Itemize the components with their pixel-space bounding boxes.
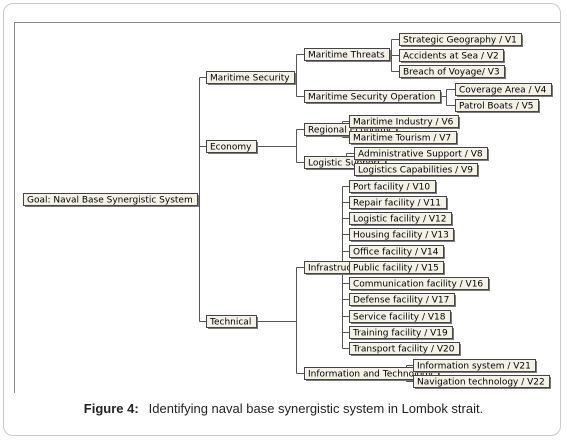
node-public-facility-v15: Public facility / V15 bbox=[349, 261, 445, 275]
node-label: Information system / V21 bbox=[417, 362, 531, 372]
node-maritime-security-operation: Maritime Security Operation bbox=[304, 90, 442, 104]
node-box bbox=[206, 140, 257, 153]
node-repair-facility-v11: Repair facility / V11 bbox=[349, 196, 448, 210]
node-box bbox=[304, 90, 441, 103]
node-label: Communication facility / V16 bbox=[353, 280, 483, 290]
node-information-system-v21: Information system / V21 bbox=[413, 359, 537, 373]
figure-label: Figure 4: bbox=[83, 401, 139, 416]
node-label: Administrative Support / V8 bbox=[358, 150, 483, 160]
node-label: Logistics Capabilities / V9 bbox=[358, 166, 473, 176]
node-breach-of-voyage-v3: Breach of Voyage/ V3 bbox=[399, 65, 506, 79]
node-accidents-at-sea-v2: Accidents at Sea / V2 bbox=[399, 49, 505, 63]
node-label: Repair facility / V11 bbox=[353, 199, 441, 209]
node-box bbox=[349, 277, 489, 290]
node-maritime-tourism-v7: Maritime Tourism / V7 bbox=[349, 131, 458, 145]
node-transport-facility-v20: Transport facility / V20 bbox=[349, 342, 461, 356]
node-box bbox=[349, 212, 452, 225]
node-label: Port facility / V10 bbox=[353, 183, 430, 193]
node-box bbox=[413, 375, 550, 388]
node-label: Information and Technology bbox=[308, 370, 434, 380]
node-box bbox=[304, 367, 439, 380]
node-box bbox=[349, 293, 455, 306]
node-maritime-industry-v6: Maritime Industry / V6 bbox=[349, 115, 460, 129]
node-box bbox=[413, 359, 536, 372]
node-service-facility-v18: Service facility / V18 bbox=[349, 310, 452, 324]
node-label: Coverage Area / V4 bbox=[459, 86, 547, 96]
node-box bbox=[399, 33, 522, 46]
node-label: Maritime Threats bbox=[308, 51, 385, 61]
node-box bbox=[354, 147, 488, 160]
node-technical: Technical bbox=[206, 315, 258, 329]
node-label: Patrol Boats / V5 bbox=[459, 102, 534, 112]
node-box bbox=[349, 115, 459, 128]
node-logistic-facility-v12: Logistic facility / V12 bbox=[349, 212, 453, 226]
node-label: Strategic Geography / V1 bbox=[403, 36, 517, 46]
node-label: Regional Economy bbox=[308, 126, 392, 136]
node-label: Housing facility / V13 bbox=[353, 231, 449, 241]
node-box bbox=[349, 131, 457, 144]
node-box bbox=[349, 261, 444, 274]
node-information-and-technology: Information and Technology bbox=[304, 367, 440, 381]
node-box bbox=[349, 196, 447, 209]
node-label: Training facility / V19 bbox=[352, 329, 448, 339]
node-label: Goal: Naval Base Synergistic System bbox=[27, 196, 193, 206]
node-label: Economy bbox=[210, 143, 252, 153]
node-port-facility-v10: Port facility / V10 bbox=[349, 180, 437, 194]
node-housing-facility-v13: Housing facility / V13 bbox=[349, 228, 455, 242]
node-office-facility-v14: Office facility / V14 bbox=[349, 245, 445, 259]
node-coverage-area-v4: Coverage Area / V4 bbox=[455, 83, 553, 97]
node-maritime-security: Maritime Security bbox=[206, 71, 296, 85]
node-navigation-technology-v22: Navigation technology / V22 bbox=[413, 375, 551, 389]
figure-frame: Goal: Naval Base Synergistic System Marit… bbox=[3, 3, 561, 436]
node-communication-facility-v16: Communication facility / V16 bbox=[349, 277, 490, 291]
node-strategic-geography-v1: Strategic Geography / V1 bbox=[399, 33, 523, 47]
node-maritime-threats: Maritime Threats bbox=[304, 48, 391, 62]
node-label: Logistic facility / V12 bbox=[353, 215, 446, 225]
node-label: Transport facility / V20 bbox=[352, 345, 455, 355]
node-box bbox=[354, 163, 478, 176]
node-box bbox=[349, 245, 444, 258]
node-label: Infrastructure bbox=[308, 264, 370, 274]
node-label: Maritime Industry / V6 bbox=[353, 118, 454, 128]
node-label: Accidents at Sea / V2 bbox=[403, 52, 499, 62]
node-label: Public facility / V15 bbox=[353, 264, 439, 274]
node-defense-facility-v17: Defense facility / V17 bbox=[349, 293, 456, 307]
node-label: Defense facility / V17 bbox=[353, 296, 449, 306]
node-label: Service facility / V18 bbox=[353, 313, 446, 323]
diagram-panel: Goal: Naval Base Synergistic System Marit… bbox=[14, 22, 560, 393]
node-box bbox=[23, 193, 198, 206]
node-label: Maritime Security bbox=[210, 74, 290, 84]
node-box bbox=[349, 326, 453, 339]
node-label: Maritime Security Operation bbox=[308, 93, 435, 103]
node-logistics-capabilities-v9: Logistics Capabilities / V9 bbox=[354, 163, 479, 177]
node-box bbox=[206, 315, 257, 328]
node-label: Maritime Tourism / V7 bbox=[353, 134, 451, 144]
node-box bbox=[349, 342, 460, 355]
node-label: Logistic Support bbox=[308, 159, 381, 169]
node-label: Breach of Voyage/ V3 bbox=[403, 68, 500, 78]
node-administrative-support-v8: Administrative Support / V8 bbox=[354, 147, 489, 161]
node-label: Technical bbox=[209, 318, 251, 328]
figure-caption: Figure 4: Identifying naval base synergis… bbox=[0, 401, 567, 416]
hierarchy-tree: Goal: Naval Base Synergistic System Marit… bbox=[23, 33, 553, 389]
tree-nodes: Goal: Naval Base Synergistic System Marit… bbox=[23, 33, 553, 389]
node-box bbox=[399, 65, 505, 78]
figure-caption-text: Identifying naval base synergistic syste… bbox=[148, 401, 484, 416]
node-box bbox=[455, 99, 539, 112]
node-goal-naval-base-synergistic-system: Goal: Naval Base Synergistic System bbox=[23, 193, 199, 207]
node-box bbox=[399, 49, 504, 62]
node-box bbox=[349, 228, 454, 241]
node-box bbox=[206, 71, 295, 84]
node-training-facility-v19: Training facility / V19 bbox=[349, 326, 454, 340]
node-label: Navigation technology / V22 bbox=[417, 378, 545, 388]
node-box bbox=[349, 310, 451, 323]
node-economy: Economy bbox=[206, 140, 258, 154]
node-box bbox=[455, 83, 552, 96]
node-label: Office facility / V14 bbox=[353, 248, 439, 258]
node-box bbox=[304, 48, 390, 61]
node-box bbox=[349, 180, 436, 193]
node-patrol-boats-v5: Patrol Boats / V5 bbox=[455, 99, 540, 113]
